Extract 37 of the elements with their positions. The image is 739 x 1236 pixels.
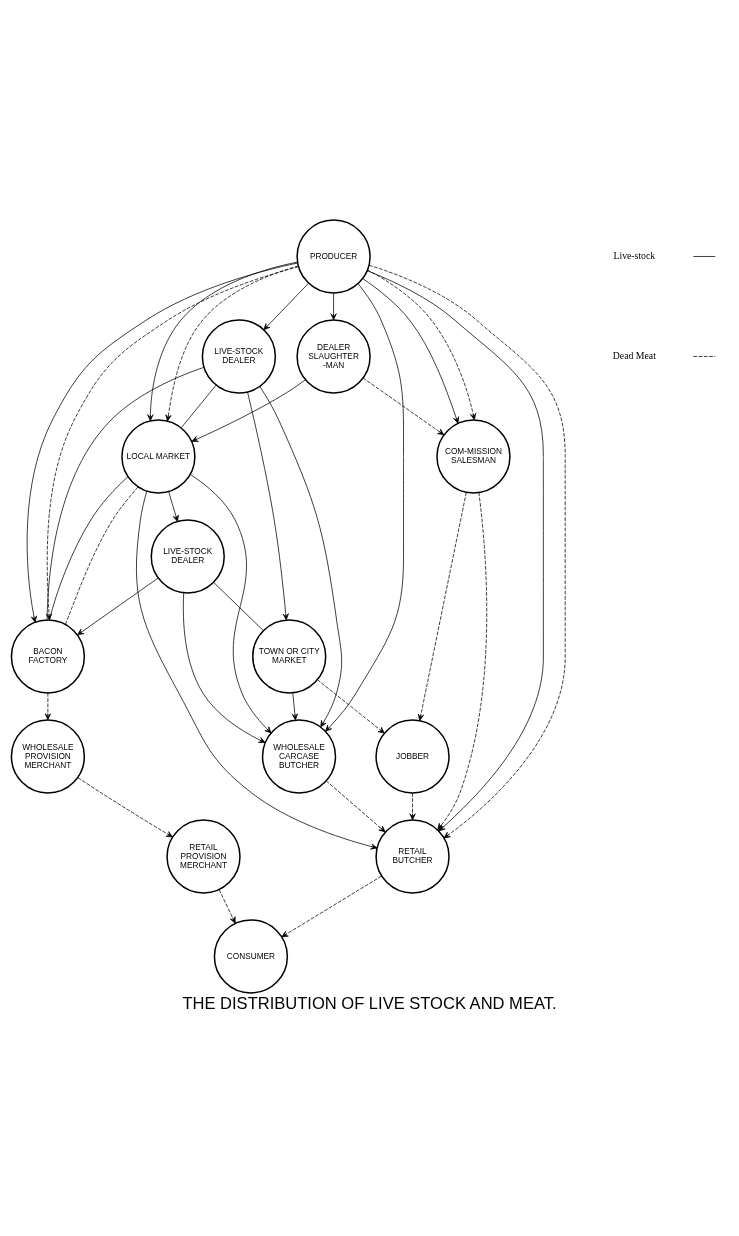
arrow [325, 282, 404, 732]
legend-label: Live-stock [613, 249, 656, 261]
arrow [218, 888, 236, 924]
arrow [77, 776, 173, 837]
arrow [367, 269, 477, 420]
arrow [44, 692, 51, 720]
arrow [362, 377, 445, 435]
connector [49, 476, 129, 620]
node-circle: WHOLESALE PROVISION MERCHANT [10, 718, 86, 794]
arrow [259, 385, 343, 727]
node-circle: LIVE-STOCK DEALER [150, 518, 225, 594]
connector [180, 384, 217, 428]
arrow [190, 473, 272, 733]
legend-label: Dead Meat [612, 349, 656, 361]
arrow [263, 282, 309, 330]
arrow [291, 691, 298, 720]
node-circle: TOWN OR CITY MARKET [252, 618, 327, 694]
arrow [325, 779, 386, 832]
diagram-title: THE DISTRIBUTION OF LIVE STOCK AND MEAT. [182, 993, 557, 1013]
connector [213, 581, 264, 631]
arrow [247, 391, 289, 620]
arrow [191, 378, 306, 442]
arrow [136, 490, 378, 849]
arrow [77, 577, 159, 635]
connector [65, 486, 139, 625]
arrow [417, 491, 467, 721]
arrow [317, 678, 385, 734]
arrow [182, 591, 266, 743]
node-circle: LIVE-STOCK DEALER [201, 318, 277, 394]
arrow [409, 792, 416, 820]
node-circle: LOCAL MARKET [121, 418, 196, 494]
node-circle: PRODUCER [296, 218, 371, 294]
arrow [168, 490, 179, 522]
node-circle: DEALER SLAUGHTER -MAN [296, 318, 371, 394]
arrow [362, 277, 459, 424]
arrow [330, 292, 337, 320]
arrow [281, 875, 382, 937]
